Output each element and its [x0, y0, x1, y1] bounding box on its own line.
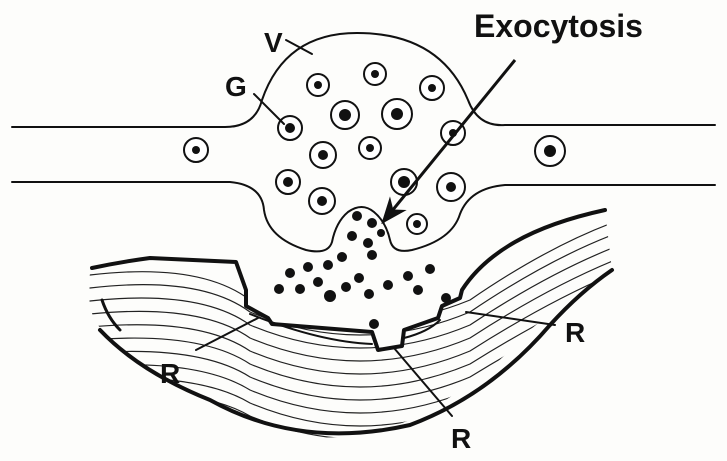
vesicle — [278, 116, 302, 140]
leader-v — [286, 40, 312, 54]
vesicle — [391, 169, 417, 195]
vesicle — [364, 63, 386, 85]
muscle-fibre — [90, 210, 620, 439]
vesicle — [184, 138, 208, 162]
label-receptor-right: R — [565, 317, 585, 348]
vesicle — [331, 101, 359, 129]
vesicle — [382, 99, 412, 129]
label-exocytosis: Exocytosis — [474, 8, 643, 44]
label-vesicle: V — [264, 27, 283, 58]
leader-lines — [196, 40, 555, 416]
vesicle — [407, 214, 427, 234]
label-granule: G — [225, 71, 247, 102]
label-receptor-bottom: R — [451, 423, 471, 454]
label-receptor-left: R — [160, 358, 180, 389]
vesicle — [535, 136, 565, 166]
vesicle — [359, 137, 381, 159]
vesicle — [437, 173, 465, 201]
leader-r-left — [196, 318, 258, 350]
vesicle — [307, 74, 329, 96]
vesicle — [309, 188, 335, 214]
vesicle — [420, 76, 444, 100]
vesicle — [310, 142, 336, 168]
vesicle — [276, 170, 300, 194]
